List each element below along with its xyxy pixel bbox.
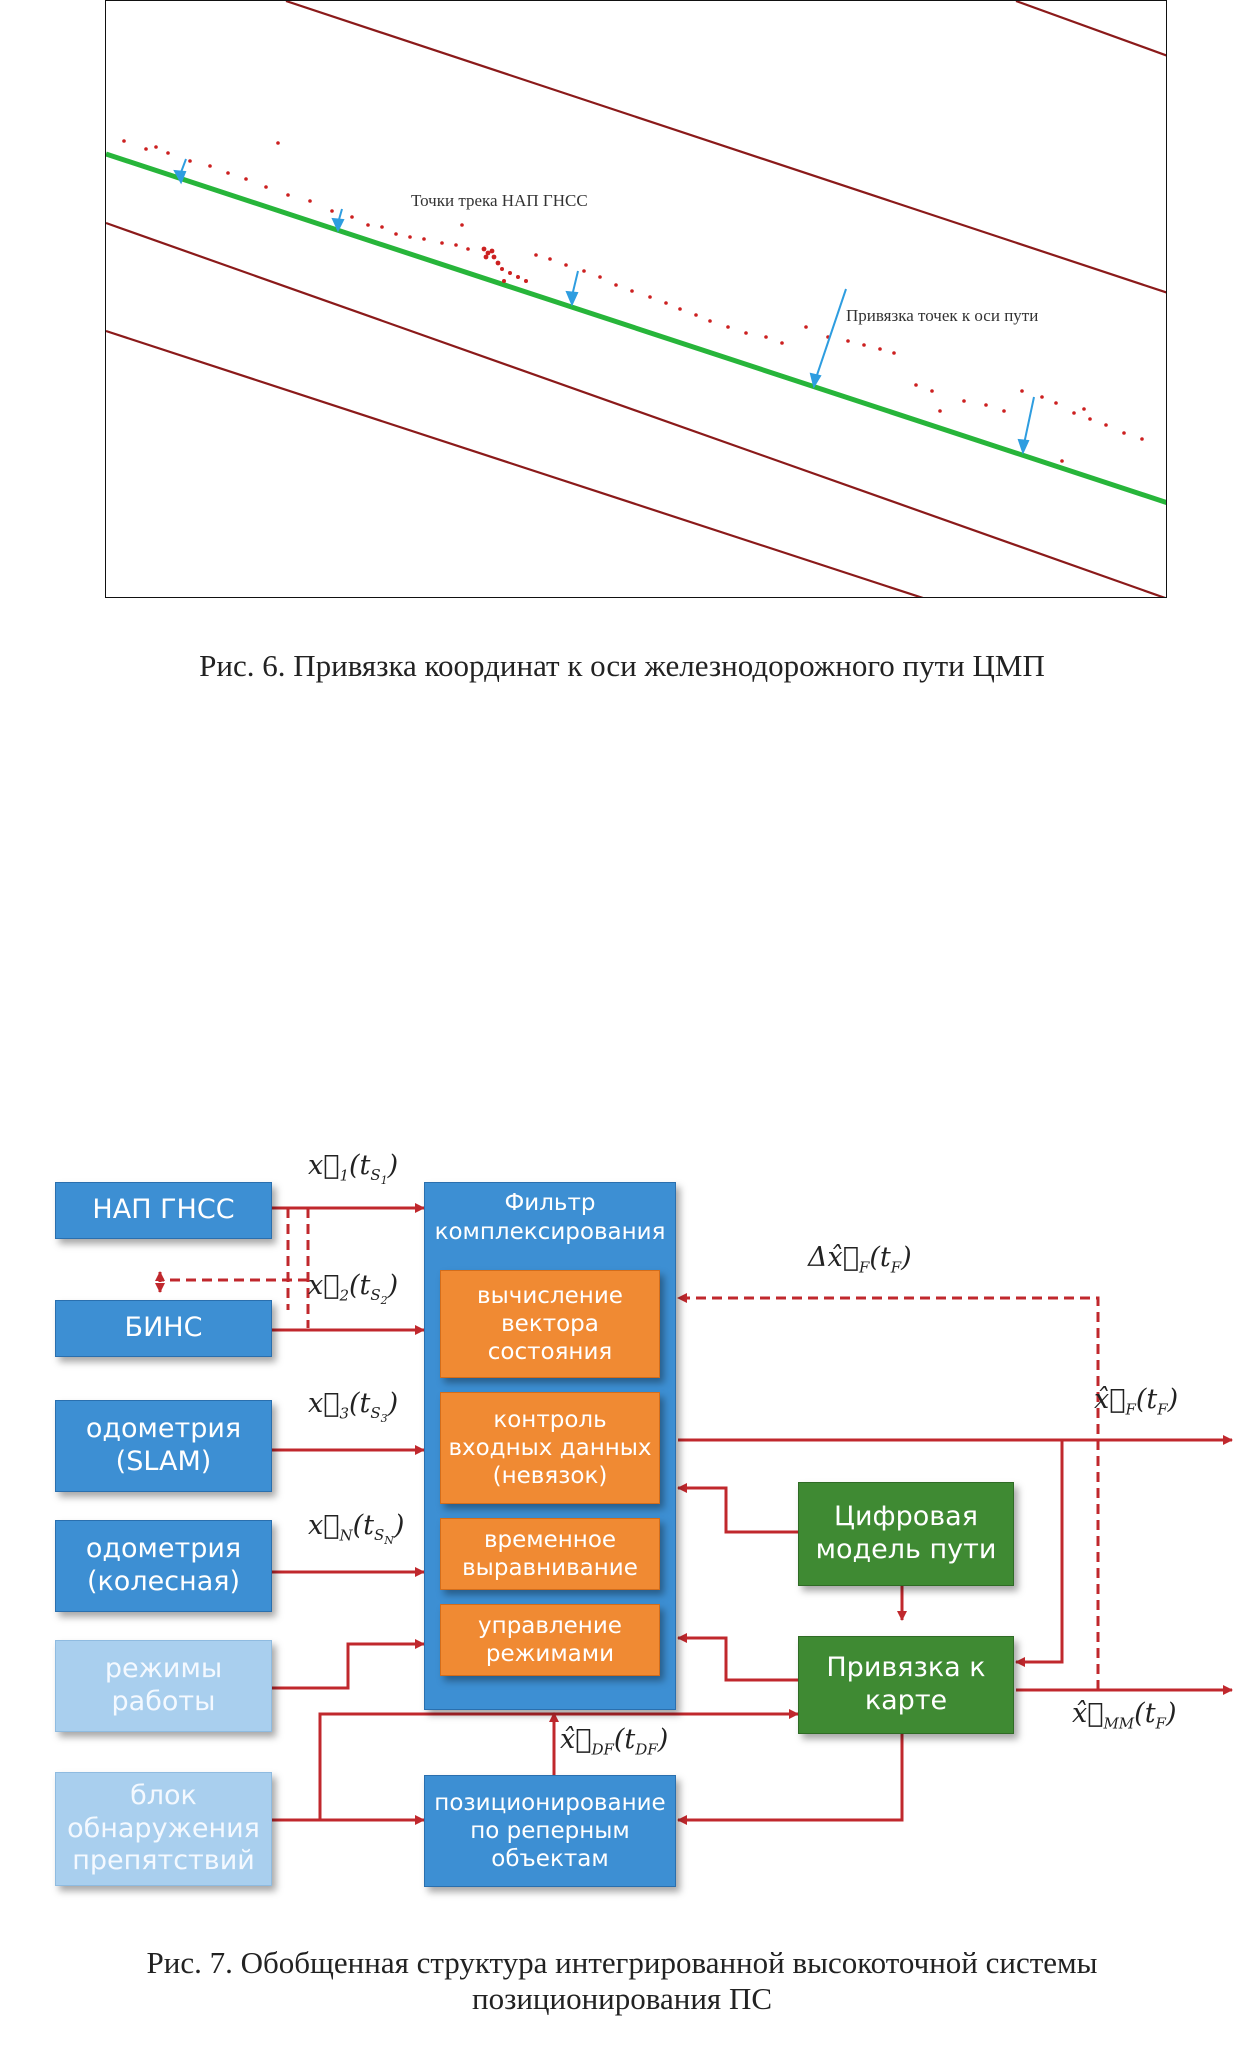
signal-x3-label: x⃗3(tS3) (308, 1388, 399, 1426)
snap-arrows (173, 158, 1035, 455)
signal-delta-xF-label: Δx̂⃗F(tF) (808, 1242, 912, 1277)
rail-line-3 (106, 221, 1166, 597)
time-alignment-block: временное выравнивание (440, 1518, 660, 1590)
odometry-wheel-block: одометрия (колесная) (55, 1520, 272, 1612)
track-map-drawing (106, 1, 1166, 597)
state-vector-block: вычисление вектора состояния (440, 1270, 660, 1378)
rail-line-1 (285, 1, 1166, 294)
operating-modes-block: режимы работы (55, 1640, 272, 1732)
snap-points-label: Привязка точек к оси пути (846, 306, 1039, 325)
odometry-slam-block: одометрия (SLAM) (55, 1400, 272, 1492)
track-points-label: Точки трека НАП ГНСС (411, 191, 588, 210)
signal-x1-label: x⃗1(tS1) (308, 1150, 399, 1188)
gnss-track-points (122, 139, 1144, 463)
signal-arrows (155, 1203, 1233, 1825)
rail-line-4 (106, 329, 924, 597)
gnss-receiver-block: НАП ГНСС (55, 1182, 272, 1239)
figure-7-caption-line-1: Рис. 7. Обобщенная структура интегрирова… (146, 1945, 1098, 1980)
signal-x2-label: x⃗2(tS2) (308, 1270, 399, 1308)
figure-6-map: Точки трека НАП ГНСС Привязка точек к ос… (105, 0, 1167, 598)
signal-xN-label: x⃗N(tSN) (308, 1510, 405, 1548)
figure-7-caption: Рис. 7. Обобщенная структура интегрирова… (0, 1945, 1244, 2017)
mode-control-block: управление режимами (440, 1604, 660, 1676)
input-control-block: контроль входных данных (невязок) (440, 1392, 660, 1504)
map-matching-block: Привязка к карте (798, 1636, 1014, 1734)
fusion-filter-title: Фильтр комплексирования (434, 1190, 666, 1245)
signal-xMM-label: x̂⃗MM(tF) (1072, 1698, 1177, 1733)
signal-xDF-label: x̂⃗DF(tDF) (560, 1724, 669, 1759)
figure-7-caption-line-2: позиционирования ПС (471, 1981, 773, 2016)
obstacle-detection-block: блок обнаружения препятствий (55, 1772, 272, 1886)
figure-6-caption: Рис. 6. Привязка координат к оси железно… (199, 648, 1045, 683)
landmark-positioning-block: позиционирование по реперным объектам (424, 1775, 676, 1887)
digital-track-model-block: Цифровая модель пути (798, 1482, 1014, 1586)
rail-line-2 (1015, 1, 1166, 57)
signal-xF-label: x̂⃗F(tF) (1094, 1384, 1179, 1419)
figure-7-diagram: НАП ГНСС БИНС одометрия (SLAM) одометрия… (0, 1120, 1244, 1900)
track-axis-line (106, 151, 1166, 505)
bins-block: БИНС (55, 1300, 272, 1357)
